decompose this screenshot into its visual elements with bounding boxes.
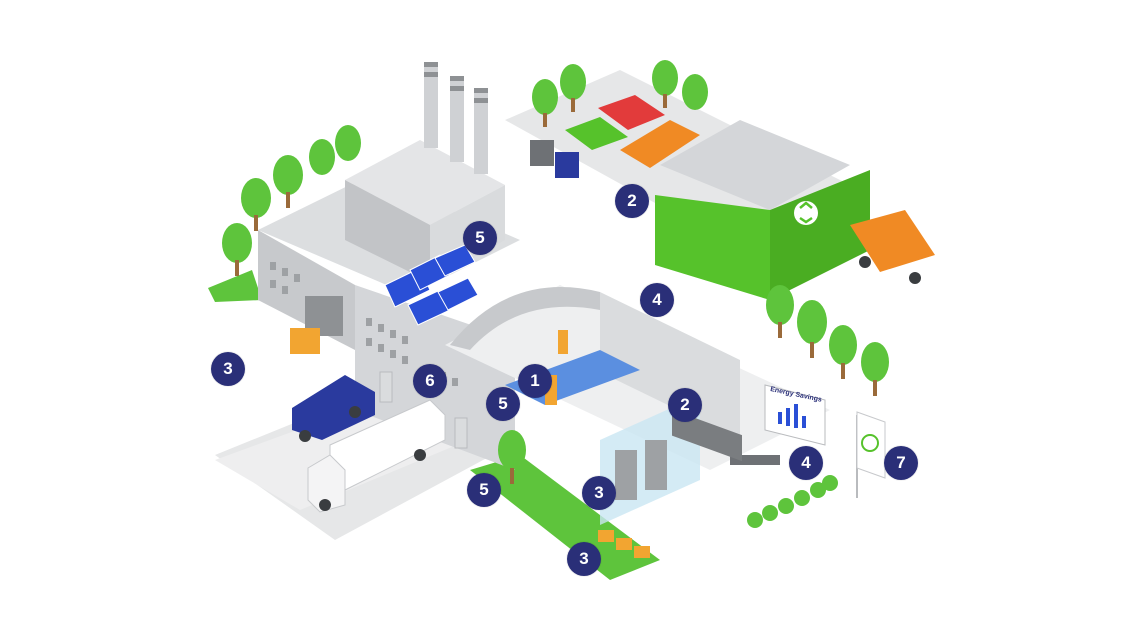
marker-3-battery-storage[interactable]: 3 xyxy=(567,542,601,576)
marker-3-loading-dock[interactable]: 3 xyxy=(211,352,245,386)
hedge xyxy=(747,475,838,528)
marker-4-upper-hall[interactable]: 4 xyxy=(640,283,674,317)
orange-truck xyxy=(850,210,935,272)
screen-bars xyxy=(778,404,806,428)
tree xyxy=(222,60,889,470)
hall-back-wall xyxy=(600,292,740,440)
waste-containers xyxy=(530,95,665,178)
hall-arch xyxy=(450,287,600,350)
upper-block-left xyxy=(345,180,430,282)
upper-block-roof xyxy=(345,140,505,225)
company-flag xyxy=(856,411,886,498)
solar-panels xyxy=(384,244,479,326)
marker-5-solar-roof[interactable]: 5 xyxy=(463,221,497,255)
globe-leaf-icon xyxy=(861,434,879,452)
chimney-2 xyxy=(450,76,464,162)
chimney-1 xyxy=(424,62,438,148)
server-rack xyxy=(615,450,637,500)
recycling-right-wall xyxy=(770,170,870,300)
marker-7-company-flag[interactable]: 7 xyxy=(884,446,918,480)
meeting-table xyxy=(730,455,780,465)
left-green-strip xyxy=(208,270,262,302)
recycling-center xyxy=(655,120,870,462)
trees xyxy=(222,60,889,528)
chimney-3 xyxy=(474,88,488,174)
marker-1-production-line[interactable]: 1 xyxy=(518,364,552,398)
marker-6-charging-station[interactable]: 6 xyxy=(413,364,447,398)
battery-storage xyxy=(598,530,650,558)
front-green-lawn xyxy=(470,455,660,580)
marker-5-green-garden[interactable]: 5 xyxy=(467,473,501,507)
chimneys xyxy=(424,62,488,174)
vehicles xyxy=(290,120,935,513)
marker-3-server-room[interactable]: 3 xyxy=(582,476,616,510)
marker-4-meeting-room[interactable]: 4 xyxy=(789,446,823,480)
robot-arm-2 xyxy=(558,330,568,354)
server-rack-2 xyxy=(645,440,667,490)
lorry-cab xyxy=(307,454,346,513)
forklift xyxy=(290,328,320,354)
recycling-roof xyxy=(660,120,850,210)
recycling-arrows xyxy=(799,201,813,224)
blue-van xyxy=(292,375,375,440)
marker-2-recycling-center[interactable]: 2 xyxy=(615,184,649,218)
skylights xyxy=(672,409,742,462)
marker-2-control-cabinets[interactable]: 2 xyxy=(668,388,702,422)
garbage-truck xyxy=(620,120,700,168)
tree-trunks xyxy=(235,94,877,484)
marker-5-robot-cell[interactable]: 5 xyxy=(486,387,520,421)
charging-stations xyxy=(379,371,468,449)
recycling-left-wall xyxy=(655,195,770,300)
